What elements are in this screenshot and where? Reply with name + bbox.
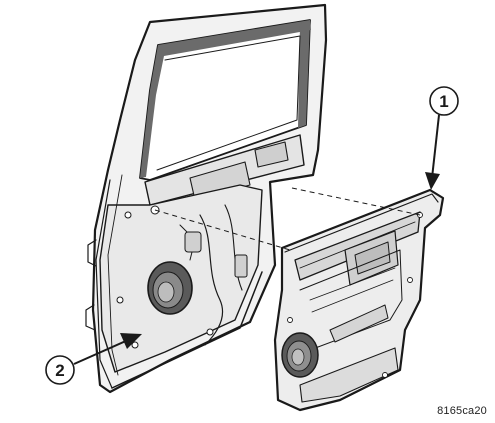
callout-2-label: 2 <box>55 361 64 380</box>
figure-code: 8165ca20 <box>437 405 487 417</box>
callout-1-label: 1 <box>439 92 448 111</box>
callout-1-arrowhead <box>425 172 440 190</box>
trim-panel <box>273 188 445 412</box>
callout-2: 2 <box>45 333 142 385</box>
assembly-guide-lines <box>154 187 421 251</box>
door-inner-frame <box>85 3 328 394</box>
callout-2-circle <box>45 355 75 385</box>
callout-1-leader <box>431 114 440 179</box>
callout-2-leader <box>73 339 129 365</box>
callout-1-circle <box>429 86 459 116</box>
callout-2-arrowhead <box>120 333 142 349</box>
callout-1: 1 <box>425 86 459 190</box>
